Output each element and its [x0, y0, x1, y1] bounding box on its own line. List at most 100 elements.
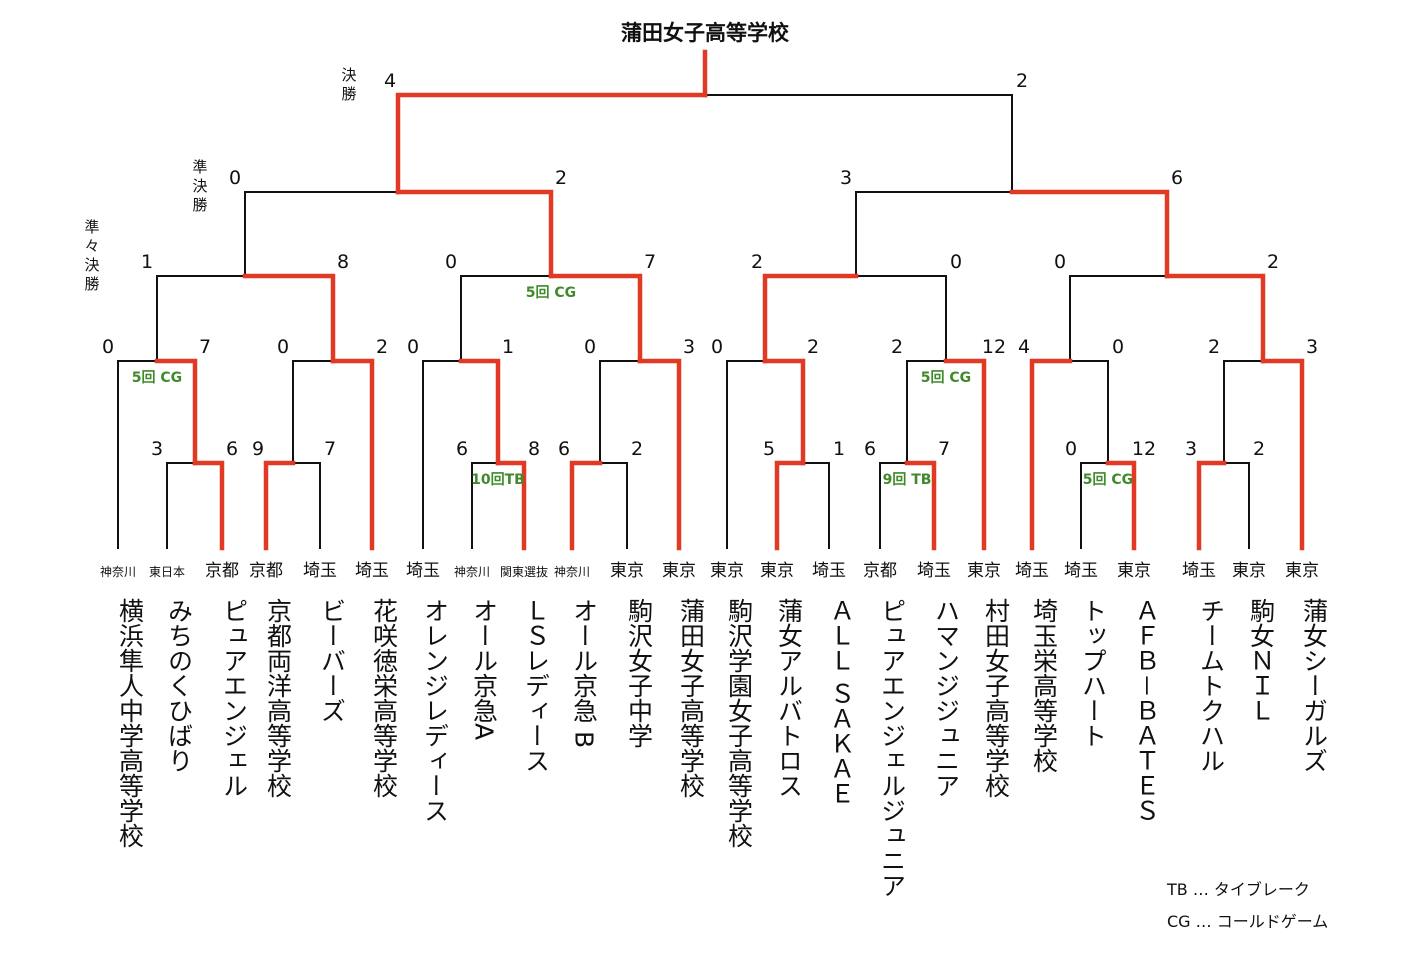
round2-match-5-loser-line	[726, 360, 766, 549]
team-name-15: ＡＬＬ ＳＡＫＡＥ	[827, 598, 856, 806]
round1-match-6-winner-line	[904, 460, 937, 551]
team-name-20: トップハート	[1079, 598, 1108, 748]
round1-match-3-note: 10回TB	[471, 472, 525, 488]
team-name-14: 蒲女アルバトロス	[775, 598, 804, 798]
final-match-score-left: 4	[384, 70, 396, 92]
team-prefecture-5: 埼玉	[303, 561, 337, 581]
team-name-7: オレンジレディース	[421, 598, 450, 823]
team-prefecture-18: 東京	[967, 561, 1001, 581]
semifinal-match-1-loser-line	[244, 191, 399, 277]
semifinal-match-2-winner-line	[1009, 189, 1170, 279]
team-name-5: ビーバーズ	[318, 598, 347, 723]
round1-match-7-loser-line	[1080, 462, 1109, 549]
team-name-24: 蒲女シーガルズ	[1300, 598, 1329, 773]
round2-match-1-note: 5回 CG	[132, 370, 182, 386]
round2-match-3-score-left: 0	[407, 336, 419, 358]
team-name-18: 村田女子高等学校	[982, 598, 1011, 798]
round1-match-3-score-left: 6	[456, 438, 468, 460]
final-match-winner-line	[395, 92, 708, 195]
team-name-11: 駒沢女子中学	[625, 598, 654, 748]
quarterfinal-match-4-loser-line	[1069, 275, 1168, 362]
semifinal-match-1-score-right: 2	[555, 167, 567, 189]
team-prefecture-11: 東京	[610, 561, 644, 581]
round1-match-8-loser-line	[1223, 462, 1250, 549]
team-name-2: みちのくひばり	[165, 598, 194, 773]
round2-match-1-winner-line	[154, 358, 198, 466]
round1-match-6-score-left: 6	[864, 438, 876, 460]
round2-match-6-winner-line	[943, 358, 987, 551]
team-prefecture-13: 東京	[710, 561, 744, 581]
team-name-12: 蒲田女子高等学校	[677, 598, 706, 798]
team-prefecture-14: 東京	[760, 561, 794, 581]
round1-match-5-winner-line	[774, 460, 806, 551]
semifinal-match-2-loser-line	[855, 191, 1013, 277]
team-name-13: 駒沢学園女子高等学校	[725, 598, 754, 848]
team-prefecture-10: 神奈川	[554, 565, 590, 579]
round1-match-4-score-left: 6	[558, 438, 570, 460]
round2-match-7-score-left: 4	[1018, 336, 1030, 358]
round-label-semifinal: 準決勝	[192, 158, 207, 214]
round2-match-6-score-left: 2	[891, 336, 903, 358]
team-prefecture-19: 埼玉	[1015, 561, 1049, 581]
round2-match-4-score-right: 3	[683, 336, 695, 358]
quarterfinal-match-1-winner-line	[242, 273, 336, 364]
round2-match-5-score-left: 0	[711, 336, 723, 358]
round1-match-7-score-left: 0	[1065, 438, 1077, 460]
team-prefecture-12: 東京	[662, 561, 696, 581]
round1-match-5-score-right: 1	[833, 438, 845, 460]
team-prefecture-9: 関東選抜	[500, 565, 548, 579]
round2-match-7-score-right: 0	[1112, 336, 1124, 358]
team-prefecture-4: 京都	[249, 561, 283, 581]
team-name-21: ＡＦＢ－ＢＡＴＥＳ	[1132, 598, 1161, 823]
quarterfinal-match-3-winner-line	[762, 273, 859, 364]
round2-match-6-note: 5回 CG	[921, 370, 971, 386]
round1-match-5-loser-line	[802, 462, 830, 549]
quarterfinal-match-2-loser-line	[460, 275, 552, 362]
semifinal-match-2-score-left: 3	[840, 167, 852, 189]
quarterfinal-match-2-note: 5回 CG	[526, 285, 576, 301]
quarterfinal-match-4-score-right: 2	[1267, 251, 1279, 273]
team-prefecture-16: 京都	[863, 561, 897, 581]
quarterfinal-match-2-score-right: 7	[644, 251, 656, 273]
round2-match-7-winner-line	[1029, 358, 1073, 551]
team-name-22: チームトクハル	[1197, 598, 1226, 773]
quarterfinal-match-2-score-left: 0	[445, 251, 457, 273]
quarterfinal-match-3-loser-line	[855, 275, 947, 362]
round1-match-5-score-left: 5	[763, 438, 775, 460]
team-prefecture-15: 埼玉	[812, 561, 846, 581]
quarterfinal-match-3-score-right: 0	[950, 251, 962, 273]
round2-match-2-loser-line	[292, 360, 334, 464]
team-prefecture-2: 東日本	[149, 565, 185, 579]
quarterfinal-match-3-score-left: 2	[751, 251, 763, 273]
round2-match-8-score-right: 3	[1306, 336, 1318, 358]
round2-match-4-score-left: 0	[584, 336, 596, 358]
round1-match-6-loser-line	[879, 462, 908, 549]
final-match-score-right: 2	[1016, 70, 1028, 92]
round1-match-2-loser-line	[292, 462, 321, 549]
round1-match-8-score-left: 3	[1185, 438, 1197, 460]
round1-match-1-score-right: 6	[226, 438, 238, 460]
round2-match-8-loser-line	[1223, 360, 1264, 464]
round2-match-7-loser-line	[1069, 360, 1109, 464]
semifinal-match-1-score-left: 0	[229, 167, 241, 189]
round2-match-8-winner-line	[1260, 358, 1305, 551]
quarterfinal-match-1-score-left: 1	[141, 251, 153, 273]
quarterfinal-match-4-winner-line	[1164, 273, 1266, 364]
round2-match-1-loser-line	[117, 360, 158, 549]
round2-match-2-score-left: 0	[277, 336, 289, 358]
round1-match-2-score-right: 7	[324, 438, 336, 460]
round-label-quarterfinal: 準々決勝	[84, 218, 99, 293]
legend-line-2: CG … コールドゲーム	[1167, 912, 1328, 931]
team-prefecture-21: 東京	[1117, 561, 1151, 581]
team-name-23: 駒女ＮＩＬ	[1247, 598, 1276, 723]
round1-match-7-winner-line	[1105, 460, 1137, 551]
team-name-4: 京都両洋高等学校	[264, 598, 293, 798]
round1-match-1-winner-line	[192, 460, 225, 551]
team-name-6: 花咲徳栄高等学校	[370, 598, 399, 798]
round2-match-4-loser-line	[599, 360, 641, 464]
round2-match-6-score-right: 12	[982, 336, 1006, 358]
team-name-8: オール京急A	[470, 598, 499, 740]
round2-match-5-winner-line	[762, 358, 806, 466]
team-name-1: 横浜隼人中学高等学校	[116, 598, 145, 848]
team-name-16: ピュアエンジェルジュニア	[878, 598, 907, 898]
